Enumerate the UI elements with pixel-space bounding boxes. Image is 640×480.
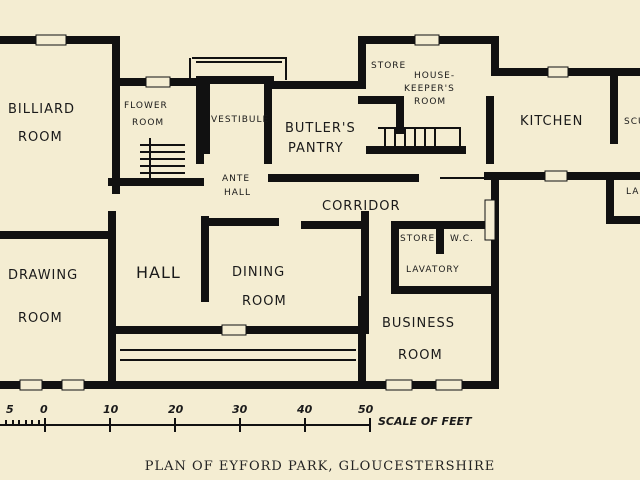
dining-label-2: ROOM [242, 294, 287, 309]
corridor-label: CORRIDOR [322, 199, 400, 214]
drawing-label-2: ROOM [18, 311, 63, 326]
store-label-1: STORE [371, 61, 406, 71]
butlers-label-2: PANTRY [288, 141, 344, 156]
kitchen-label: KITCHEN [520, 114, 583, 129]
lavatory-label: LAVATORY [406, 265, 460, 275]
housekeeper-label-1: HOUSE- [414, 71, 455, 81]
dining-label-1: DINING [232, 265, 285, 280]
stairs [120, 57, 485, 361]
wc-label: W.C. [450, 234, 474, 244]
scale-tick-0: 0 [40, 403, 48, 416]
business-label-2: ROOM [398, 348, 443, 363]
scale-tick-50: 50 [358, 403, 374, 416]
flower-label-1: FLOWER [124, 101, 168, 111]
caption: PLAN OF EYFORD PARK, GLOUCESTERSHIRE [145, 459, 495, 474]
ante-hall-label-2: HALL [224, 188, 251, 198]
drawing-label-1: DRAWING [8, 268, 78, 283]
flower-label-2: ROOM [132, 118, 164, 128]
billiard-label-2: ROOM [18, 130, 63, 145]
housekeeper-label-2: KEEPER'S [404, 84, 455, 94]
scale-tick-5: 5 [6, 403, 14, 416]
scale-label: SCALE OF FEET [378, 415, 473, 428]
scale-bar: 5 0 10 20 30 40 50 SCALE OF FEET [0, 403, 473, 432]
business-label-1: BUSINESS [382, 316, 455, 331]
hall-label: HALL [136, 263, 181, 282]
butlers-label-1: BUTLER'S [285, 121, 356, 136]
scale-tick-10: 10 [103, 403, 119, 416]
scale-tick-20: 20 [168, 403, 184, 416]
scale-tick-30: 30 [232, 403, 248, 416]
store-label-2: STORE [400, 234, 435, 244]
scullery-label: SCU [624, 117, 640, 127]
scale-tick-40: 40 [296, 403, 313, 416]
larder-label: LA [626, 187, 639, 197]
walls [0, 36, 640, 389]
vestibule-label: VESTIBULE [211, 115, 269, 125]
housekeeper-label-3: ROOM [414, 97, 446, 107]
billiard-label-1: BILLIARD [8, 102, 75, 117]
room-labels: BILLIARD ROOM FLOWER ROOM VESTIBULE ANTE… [8, 61, 640, 363]
ante-hall-label-1: ANTE [222, 174, 250, 184]
windows [19, 34, 569, 391]
